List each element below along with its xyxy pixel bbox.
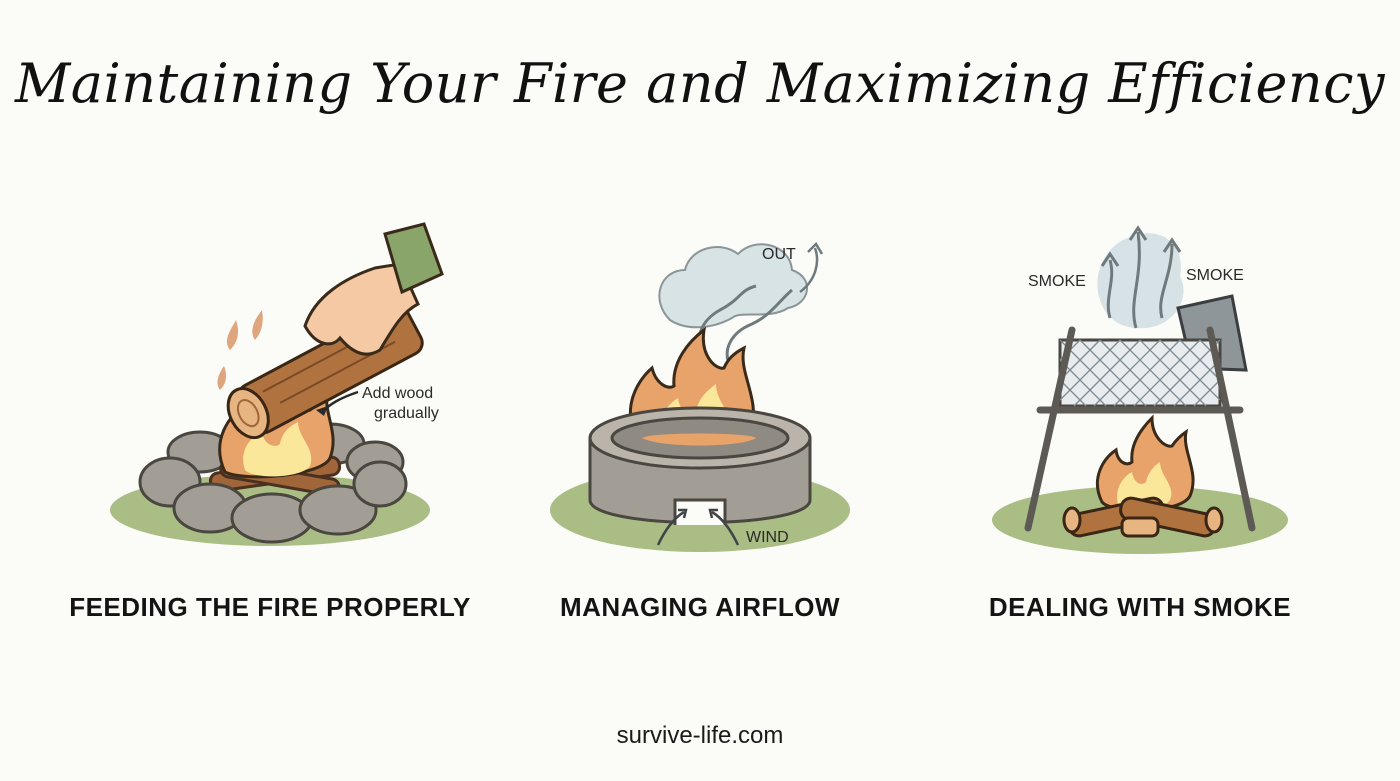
dealing-smoke-illustration: SMOKE SMOKE [992,225,1288,554]
fire-pit-ring [588,406,812,525]
stone-ring-front [138,456,408,544]
hand-icon [303,222,444,356]
caption-managing-airflow: MANAGING AIRFLOW [560,592,840,622]
fire-logs [1062,496,1224,538]
smoke-plume [1097,225,1184,329]
feeding-fire-illustration: Add wood gradually [110,222,444,546]
smoke-cloud [658,243,809,371]
panel-dealing-smoke: SMOKE SMOKE [910,200,1370,640]
panel-managing-airflow: OUT WIND MANAGING AIRFLOW [470,200,930,640]
label-smoke-left: SMOKE [1028,273,1086,290]
label-wind: WIND [746,529,789,546]
ember-sparks [217,310,263,390]
footer-website: survive-life.com [616,722,784,749]
grill-frame [1024,326,1256,532]
annotation-gradually: gradually [374,405,439,422]
annotation-add-wood: Add wood [362,385,433,402]
label-out: OUT [762,246,796,263]
label-smoke-right: SMOKE [1186,267,1244,284]
grill-grate [1058,338,1222,408]
caption-feeding-fire: FEEDING THE FIRE PROPERLY [69,592,471,622]
caption-dealing-smoke: DEALING WITH SMOKE [988,592,1292,622]
flame-icon [1096,414,1195,512]
wind-arrows [656,508,740,546]
page-title: Maintaining Your Fire and Maximizing Eff… [15,52,1385,115]
out-arrow [799,247,819,293]
panel-feeding-fire: Add wood gradually FEEDING THE FIRE PROP… [40,200,500,640]
managing-airflow-illustration: OUT WIND [550,241,850,552]
